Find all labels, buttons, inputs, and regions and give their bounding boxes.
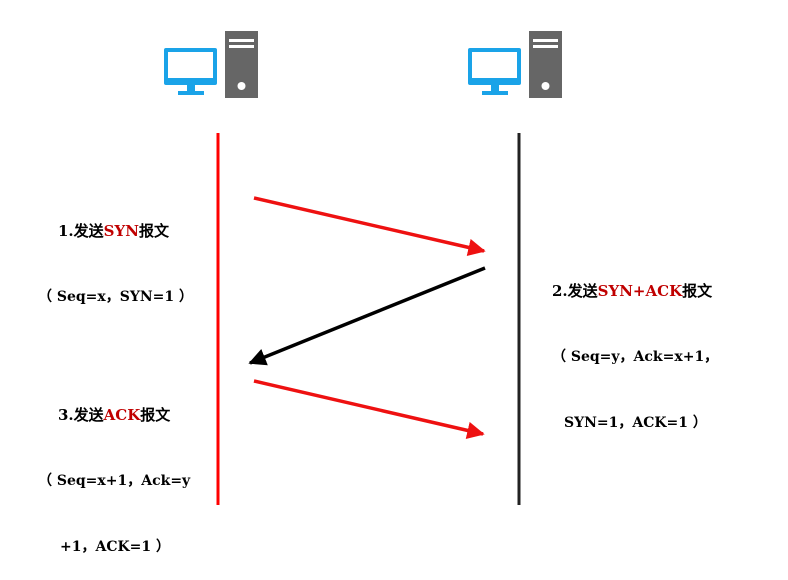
step2-suffix: 报文 (682, 282, 713, 300)
client-computer-icon (163, 30, 263, 100)
handshake-diagram (216, 133, 521, 505)
step2-prefix: 2.发送 (552, 282, 598, 300)
syn-arrow (253, 196, 486, 256)
step1-packet-name: SYN (103, 222, 139, 240)
step1-suffix: 报文 (138, 222, 169, 240)
step3-detail-line1: （ Seq=x+1，Ack=y (38, 473, 191, 489)
step1-label: 1.发送SYN报文 （ Seq=x，SYN=1 ） (38, 176, 193, 330)
step2-detail-line1: （ Seq=y，Ack=x+1， (552, 349, 719, 365)
server-tower-icon (225, 31, 258, 98)
step1-detail: （ Seq=x，SYN=1 ） (38, 289, 194, 305)
step3-title: 3.发送ACK报文 (58, 404, 190, 426)
step3-prefix: 3.发送 (58, 406, 104, 424)
step3-detail-line2: +1，ACK=1 ） (60, 539, 170, 555)
step2-packet-name: SYN+ACK (597, 282, 683, 300)
ack-arrow (253, 379, 485, 439)
step2-detail-line2: SYN=1，ACK=1 ） (564, 415, 707, 431)
monitor-icon (164, 48, 217, 95)
syn-ack-arrow (248, 266, 486, 366)
step3-suffix: 报文 (140, 406, 171, 424)
server-tower-icon (529, 31, 562, 98)
step3-label: 3.发送ACK报文 （ Seq=x+1，Ack=y +1，ACK=1 ） (38, 360, 190, 580)
step2-label: 2.发送SYN+ACK报文 （ Seq=y，Ack=x+1， SYN=1，ACK… (552, 236, 718, 456)
step2-title: 2.发送SYN+ACK报文 (552, 280, 718, 302)
step3-packet-name: ACK (103, 406, 141, 424)
step1-title: 1.发送SYN报文 (58, 220, 193, 242)
server-computer-icon (467, 30, 567, 100)
monitor-icon (468, 48, 521, 95)
step1-prefix: 1.发送 (58, 222, 104, 240)
